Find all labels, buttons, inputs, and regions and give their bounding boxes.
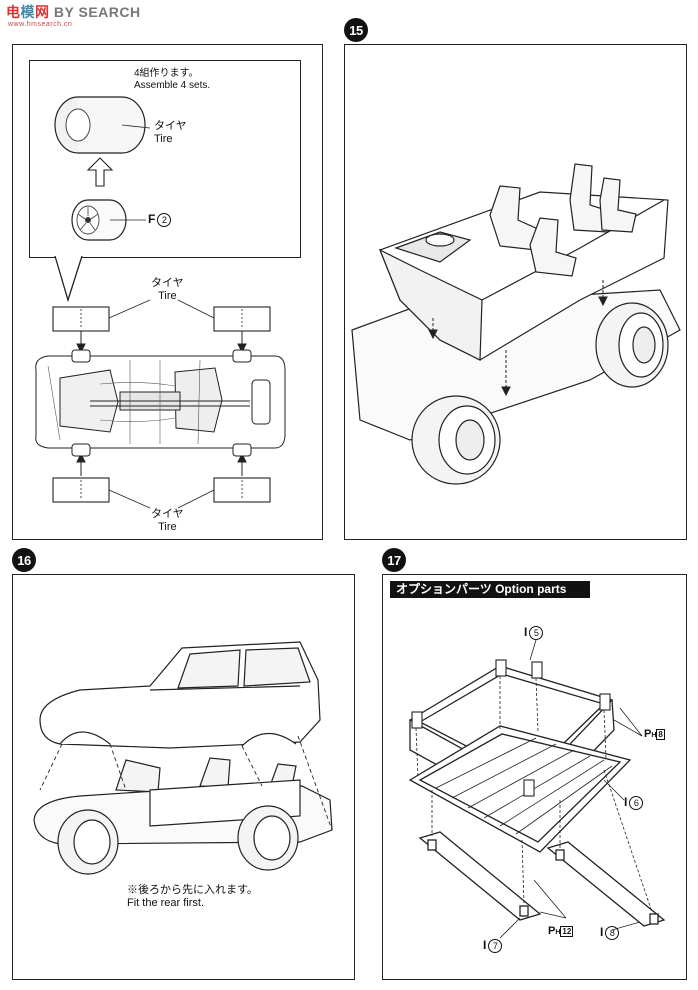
part-i6-letter: I	[624, 795, 628, 809]
tire-label-jp: タイヤ	[154, 120, 187, 132]
fit-rear-note-jp: ※後ろから先に入れます。	[127, 884, 258, 896]
part-i5-number: 5	[529, 625, 544, 640]
part-ph12-number: 12	[560, 925, 574, 937]
option-parts-title: オプションパーツ Option parts	[390, 581, 590, 598]
part-ph12-letter: P	[548, 925, 556, 937]
top-tire-label-en: Tire	[158, 290, 177, 302]
part-ph12-sub: H	[555, 929, 561, 936]
part-i8-number: 8	[605, 925, 620, 940]
bottom-tire-label-jp: タイヤ	[151, 508, 184, 520]
part-i6-number: 6	[629, 795, 644, 810]
assemble-instruction-jp: 4組作ります。	[134, 68, 199, 79]
part-ph8-letter: P	[644, 728, 652, 740]
bottom-tire-label-en: Tire	[158, 521, 177, 533]
top-tire-label: タイヤ Tire	[151, 277, 184, 303]
watermark-char-3: 网	[35, 4, 50, 20]
part-i7-number: 7	[488, 938, 503, 953]
assemble-instruction: 4組作ります。 Assemble 4 sets.	[134, 68, 210, 92]
watermark-text: BY SEARCH	[53, 4, 141, 20]
tire-label: タイヤ Tire	[154, 120, 187, 146]
bottom-tire-label: タイヤ Tire	[151, 508, 184, 534]
step-number-16: 16	[12, 548, 36, 572]
part-ph8-sub: H	[651, 732, 657, 739]
part-ph8-number: 8	[656, 728, 665, 740]
part-i5-letter: I	[524, 625, 528, 639]
wheel-part-number: 2	[157, 212, 172, 227]
watermark-char-2: 模	[20, 4, 35, 20]
watermark-subtext: www.hmsearch.cn	[8, 21, 73, 28]
step-number-15: 15	[344, 18, 368, 42]
part-i8-letter: I	[600, 925, 604, 939]
fit-rear-note-en: Fit the rear first.	[127, 897, 205, 909]
step-number-17: 17	[382, 548, 406, 572]
watermark: 电模网 BY SEARCH	[6, 2, 141, 22]
assemble-instruction-en: Assemble 4 sets.	[134, 80, 211, 91]
tire-label-en: Tire	[154, 133, 173, 145]
top-tire-label-jp: タイヤ	[151, 277, 184, 289]
fit-rear-note: ※後ろから先に入れます。 Fit the rear first.	[127, 884, 258, 910]
part-i7-letter: I	[483, 938, 487, 952]
wheel-part-letter: F	[148, 212, 156, 226]
watermark-char-1: 电	[6, 4, 21, 20]
